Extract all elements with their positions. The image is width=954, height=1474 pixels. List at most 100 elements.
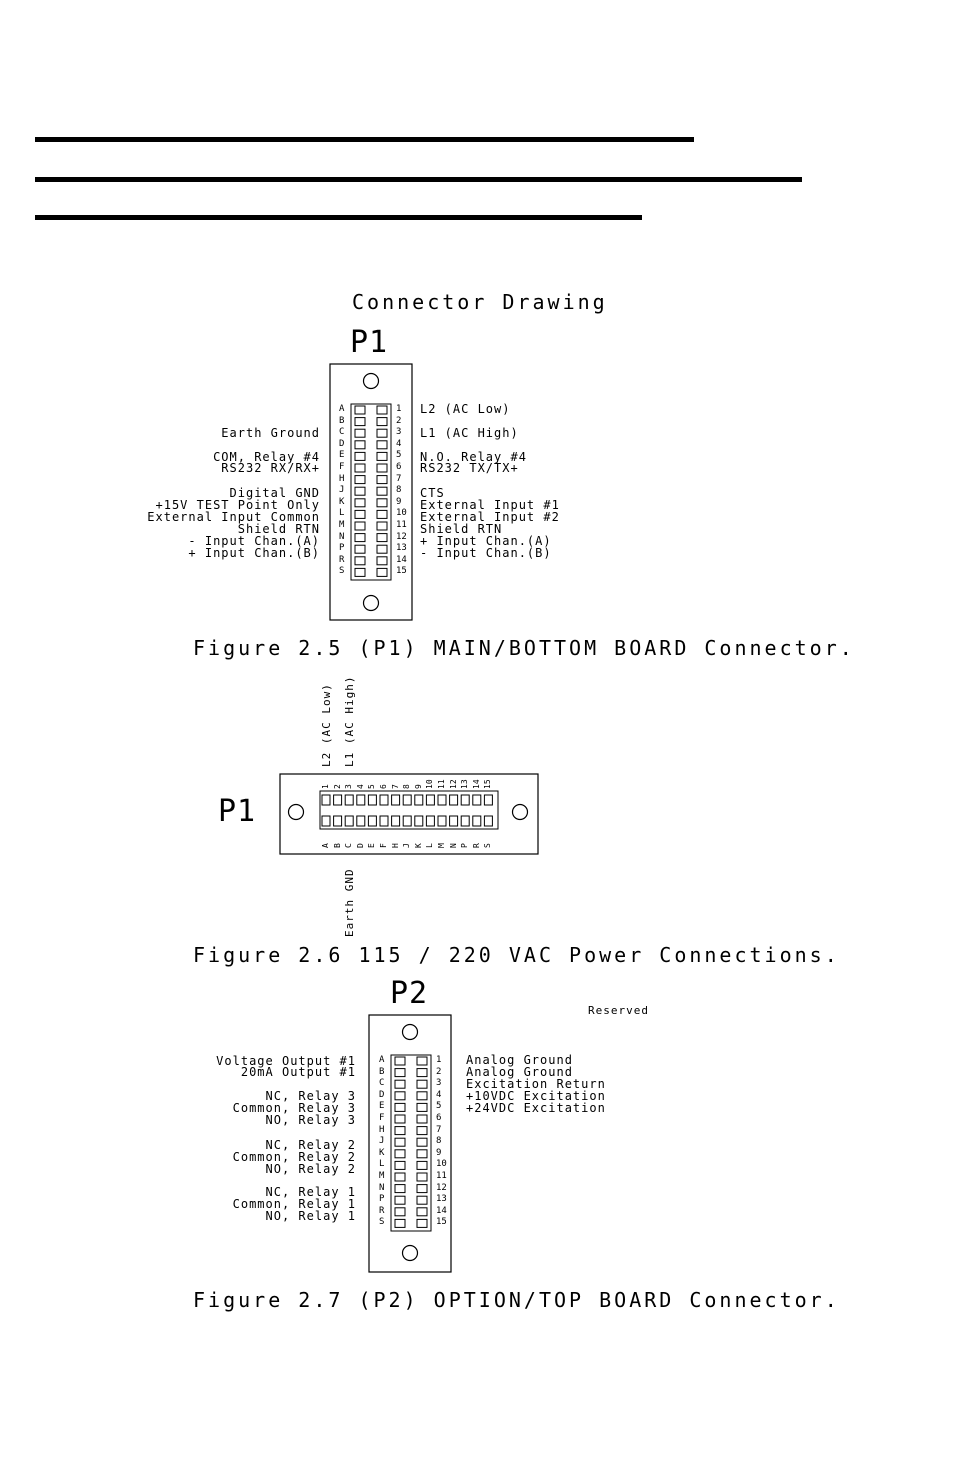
p1-pin-frame [350, 403, 392, 581]
p1-pin-6 [376, 463, 388, 473]
p2-pin-number-7: 7 [436, 1124, 442, 1135]
p1-pin-number-8: 8 [396, 485, 402, 496]
p1-label-no-relay4: N.O. Relay #4 [420, 450, 527, 464]
p2-pin-letter-B: B [379, 1066, 385, 1077]
p1-pin-number-1: 1 [396, 404, 402, 414]
p2-pin-letter-S: S [379, 1217, 385, 1228]
p2-connector-body [368, 1014, 452, 1273]
p1-pin-letter-F: F [339, 462, 345, 472]
power-pin-P [460, 815, 470, 827]
p2-pin-letter-L: L [379, 1159, 385, 1170]
p1-pin-number-5: 5 [396, 450, 402, 461]
power-pin-9 [414, 794, 424, 806]
p1-label-plus-input-a: + Input Chan.(A) [420, 534, 552, 548]
power-pin-letter-C: C [344, 843, 354, 848]
power-pin-8 [402, 794, 412, 806]
p2-pin-number-11: 11 [436, 1171, 447, 1181]
p2-pin-number-6: 6 [436, 1113, 442, 1123]
p2-pins [394, 1056, 428, 1228]
p1-pin-3 [376, 428, 388, 438]
p1-pin-L [354, 509, 366, 519]
section-title: Connector Drawing [352, 290, 608, 314]
p1-label-minus-input-a: - Input Chan.(A) [188, 534, 320, 548]
p2-label-analog-ground-1: Analog Ground [466, 1053, 573, 1067]
p1-label-digital-gnd: Digital GND [229, 486, 320, 500]
p2-pin-J [394, 1137, 406, 1147]
p2-pin-E [394, 1102, 406, 1112]
power-pin-number-14: 14 [471, 779, 481, 789]
header-rule-2 [35, 177, 802, 182]
p2-connector-label: P2 [390, 976, 429, 1011]
p1-label-plus-input-b: + Input Chan.(B) [188, 546, 320, 560]
p2-pin-10 [416, 1160, 428, 1170]
p1-pin-2 [376, 417, 388, 427]
p2-label-20ma-output-1: 20mA Output #1 [240, 1065, 356, 1079]
power-pin-C [344, 815, 354, 827]
p2-pin-F [394, 1114, 406, 1124]
power-pin-letter-F: F [379, 843, 388, 848]
p1-pin-15 [376, 567, 388, 577]
p1-pin-letter-D: D [339, 438, 345, 449]
p2-pin-B [394, 1068, 406, 1078]
p2-pin-6 [416, 1114, 428, 1124]
p2-pin-number-13: 13 [436, 1194, 447, 1205]
power-pin-H [391, 815, 401, 827]
p2-pin-M [394, 1172, 406, 1182]
p1-pin-number-9: 9 [396, 496, 402, 507]
p1-pin-7 [376, 475, 388, 485]
power-pin-4 [356, 794, 366, 806]
p2-pin-number-3: 3 [436, 1078, 442, 1089]
p1-label-com-relay4: COM, Relay #4 [213, 450, 320, 464]
p1-pin-J [354, 486, 366, 496]
p2-label-excitation-return: Excitation Return [466, 1077, 606, 1091]
p1-bottom-mount-hole [362, 594, 380, 612]
p2-pin-C [394, 1079, 406, 1089]
p2-pin-15 [416, 1218, 428, 1228]
p2-pin-letter-A: A [379, 1055, 385, 1065]
p2-bottom-mount-hole [401, 1244, 419, 1262]
p2-pin-7 [416, 1126, 428, 1136]
p1-pin-number-15: 15 [396, 566, 407, 577]
p1-pin-number-7: 7 [396, 473, 402, 484]
p2-label-24vdc-excitation: +24VDC Excitation [466, 1101, 606, 1115]
p2-pin-letter-N: N [379, 1182, 385, 1193]
p1-label-cts: CTS [420, 486, 445, 500]
p1-pin-A [354, 405, 366, 415]
p1-top-mount-hole [362, 372, 380, 390]
p2-pin-S [394, 1218, 406, 1228]
power-pin-7 [391, 794, 401, 806]
p2-pin-letter-R: R [379, 1205, 385, 1216]
p2-pin-number-9: 9 [436, 1147, 442, 1158]
power-connector-body [279, 773, 539, 855]
p2-label-common-relay3: Common, Relay 3 [232, 1101, 356, 1115]
p2-pin-H [394, 1126, 406, 1136]
p1-pin-8 [376, 486, 388, 496]
p2-pin-8 [416, 1137, 428, 1147]
p2-label-nc-relay2: NC, Relay 2 [265, 1138, 356, 1152]
power-label-l1-ac-high: L1 (AC High) [343, 675, 356, 767]
p1-pin-10 [376, 509, 388, 519]
p2-pin-letter-H: H [379, 1124, 385, 1135]
p1-label-ext-input-1: External Input #1 [420, 498, 560, 512]
p1-pin-F [354, 463, 366, 473]
p1-pin-number-3: 3 [396, 427, 402, 438]
power-pin-13 [460, 794, 470, 806]
p1-label-minus-input-b: - Input Chan.(B) [420, 546, 552, 560]
p1-pin-N [354, 533, 366, 543]
power-pin-number-9: 9 [413, 784, 423, 789]
p2-label-common-relay2: Common, Relay 2 [232, 1150, 356, 1164]
power-pin-letter-B: B [332, 843, 342, 848]
power-pin-5 [367, 794, 377, 806]
p2-pin-3 [416, 1079, 428, 1089]
p2-pin-9 [416, 1149, 428, 1159]
power-pin-letter-J: J [402, 843, 412, 848]
p1-pin-letter-A: A [339, 404, 345, 414]
p1-pin-14 [376, 556, 388, 566]
p1-pin-number-4: 4 [396, 438, 402, 449]
p2-label-voltage-output-1: Voltage Output #1 [216, 1054, 356, 1068]
p2-pin-D [394, 1091, 406, 1101]
p1-label-rs232-rx: RS232 RX/RX+ [221, 461, 320, 475]
p2-pin-R [394, 1207, 406, 1217]
power-label-earth-gnd: Earth GND [343, 868, 356, 937]
power-right-mount-hole [511, 803, 529, 821]
